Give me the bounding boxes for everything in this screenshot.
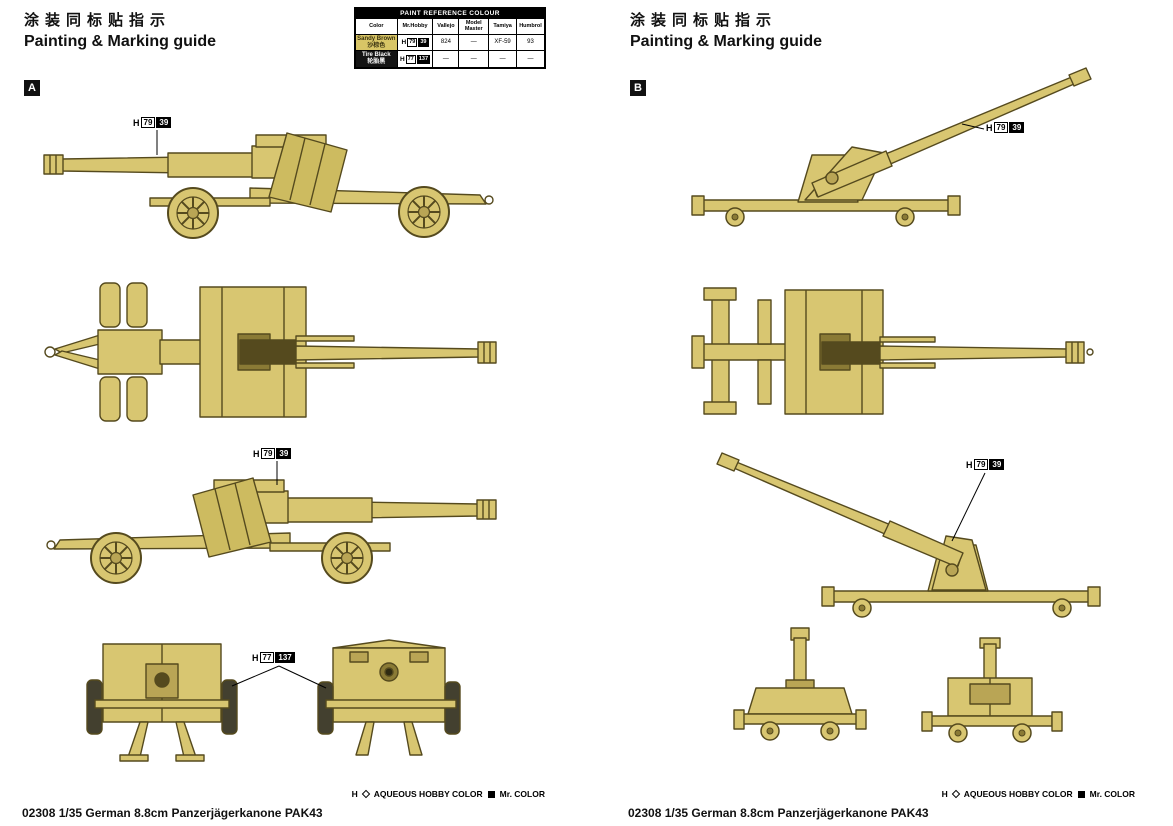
aqueous-brand-label: AQUEOUS HOBBY COLOR	[373, 789, 483, 799]
panel-a-top-view	[44, 282, 497, 422]
cell-vallejo-tire: —	[432, 50, 460, 69]
callout-aqueous-number: 79	[140, 117, 156, 128]
panel-b-letter-badge: B	[630, 80, 646, 96]
col-header-vallejo: Vallejo	[432, 18, 460, 35]
aqueous-logo-letter: H	[941, 789, 948, 799]
panel-b-side-view-elevated-2	[716, 452, 1101, 618]
paint-table-header-row: Color Mr.Hobby Vallejo Model Master Tami…	[355, 18, 545, 35]
cell-tamiya-tire: —	[488, 50, 518, 69]
table-callout-sandy: H 79 39	[401, 38, 429, 48]
mr-color-logo-icon	[1077, 790, 1085, 798]
callout-brand-letter: H	[966, 459, 973, 470]
mr-color-logo-icon	[487, 790, 495, 798]
callout-leader-lines	[156, 123, 986, 689]
panel-b-side-view-elevated	[691, 67, 1092, 227]
panel-a-rear-view	[86, 643, 238, 762]
callout-brand-letter: H	[252, 652, 259, 663]
callout-mrcolor-number: 39	[276, 448, 292, 459]
color-swatch-tire: Tire Black 轮胎黑	[355, 50, 398, 69]
color-name-en: Sandy Brown	[357, 35, 396, 42]
callout-brand-letter: H	[400, 55, 405, 63]
color-name-cn: 轮胎黑	[367, 59, 386, 66]
aqueous-logo-letter: H	[351, 789, 358, 799]
cell-humbrol-tire: —	[516, 50, 545, 69]
col-header-color: Color	[355, 18, 398, 35]
panel-a-kit-caption: 02308 1/35 German 8.8cm Panzerjägerkanon…	[22, 806, 323, 820]
table-callout-tire: H 77 137	[400, 54, 431, 64]
paint-callout-sandy-3: H 79 39	[986, 122, 1025, 133]
callout-aqueous-number: 79	[407, 38, 418, 48]
callout-brand-letter: H	[986, 122, 993, 133]
panel-b-front-view-2	[921, 637, 1063, 743]
panel-b-title-en: Painting & Marking guide	[630, 33, 823, 50]
callout-mrcolor-number: 39	[418, 38, 429, 48]
aqueous-brand-label: AQUEOUS HOBBY COLOR	[963, 789, 1073, 799]
callout-mrcolor-number: 39	[989, 459, 1005, 470]
aqueous-logo-icon	[361, 789, 370, 799]
color-name-cn: 沙棕色	[367, 42, 386, 49]
callout-mrcolor-number: 137	[416, 54, 431, 64]
panel-b-front-view-1	[733, 627, 867, 741]
paint-callout-sandy-2: H 79 39	[253, 448, 292, 459]
panel-a-brand-footer: H AQUEOUS HOBBY COLOR Mr. COLOR	[300, 789, 545, 799]
paint-table-row-sandy: Sandy Brown 沙棕色 H 79 39 824 — XF-59 93	[355, 33, 545, 52]
col-header-humbrol: Humbrol	[516, 18, 545, 35]
cell-vallejo-sandy: 824	[432, 33, 460, 52]
mr-color-brand-label: Mr. COLOR	[1089, 789, 1135, 799]
panel-b-top-view	[691, 287, 1094, 415]
panel-a-title-en: Painting & Marking guide	[24, 33, 217, 50]
panel-a-title-cn: 涂装同标贴指示	[24, 12, 172, 29]
panel-a-letter-badge: A	[24, 80, 40, 96]
aqueous-logo-icon	[951, 789, 960, 799]
callout-aqueous-number: 79	[260, 448, 276, 459]
panel-b-kit-caption: 02308 1/35 German 8.8cm Panzerjägerkanon…	[628, 806, 929, 820]
cell-humbrol-sandy: 93	[516, 33, 545, 52]
panel-a-side-view-travel	[43, 132, 494, 239]
panel-b-title-cn: 涂装同标贴指示	[630, 12, 778, 29]
callout-aqueous-number: 77	[405, 54, 416, 64]
cell-tamiya-sandy: XF-59	[488, 33, 518, 52]
cell-modelmaster-sandy: —	[458, 33, 490, 52]
callout-brand-letter: H	[133, 117, 140, 128]
paint-callout-tire: H 77 137	[252, 652, 295, 663]
callout-brand-letter: H	[253, 448, 260, 459]
color-swatch-sandy: Sandy Brown 沙棕色	[355, 33, 398, 52]
callout-brand-letter: H	[401, 38, 407, 46]
paint-callout-sandy-1: H 79 39	[133, 117, 172, 128]
paint-reference-table: PAINT REFERENCE COLOUR Color Mr.Hobby Va…	[354, 7, 546, 70]
color-name-en: Tire Black	[361, 52, 391, 59]
col-header-tamiya: Tamiya	[488, 18, 518, 35]
mr-color-brand-label: Mr. COLOR	[499, 789, 545, 799]
callout-aqueous-number: 79	[973, 459, 989, 470]
panel-b-brand-footer: H AQUEOUS HOBBY COLOR Mr. COLOR	[890, 789, 1135, 799]
paint-table-title: PAINT REFERENCE COLOUR	[355, 8, 545, 18]
col-header-modelmaster: Model Master	[458, 18, 490, 35]
cell-modelmaster-tire: —	[458, 50, 490, 69]
paint-callout-sandy-4: H 79 39	[966, 459, 1005, 470]
col-header-mrhobby: Mr.Hobby	[396, 18, 434, 35]
panel-a-side-view-firing	[46, 477, 497, 584]
callout-mrcolor-number: 39	[1009, 122, 1025, 133]
callout-aqueous-number: 79	[993, 122, 1009, 133]
callout-aqueous-number: 77	[259, 652, 275, 663]
callout-mrcolor-number: 39	[156, 117, 172, 128]
panel-a-front-view	[317, 639, 461, 756]
callout-mrcolor-number: 137	[275, 652, 295, 663]
paint-table-row-tire: Tire Black 轮胎黑 H 77 137 — — — —	[355, 50, 545, 69]
